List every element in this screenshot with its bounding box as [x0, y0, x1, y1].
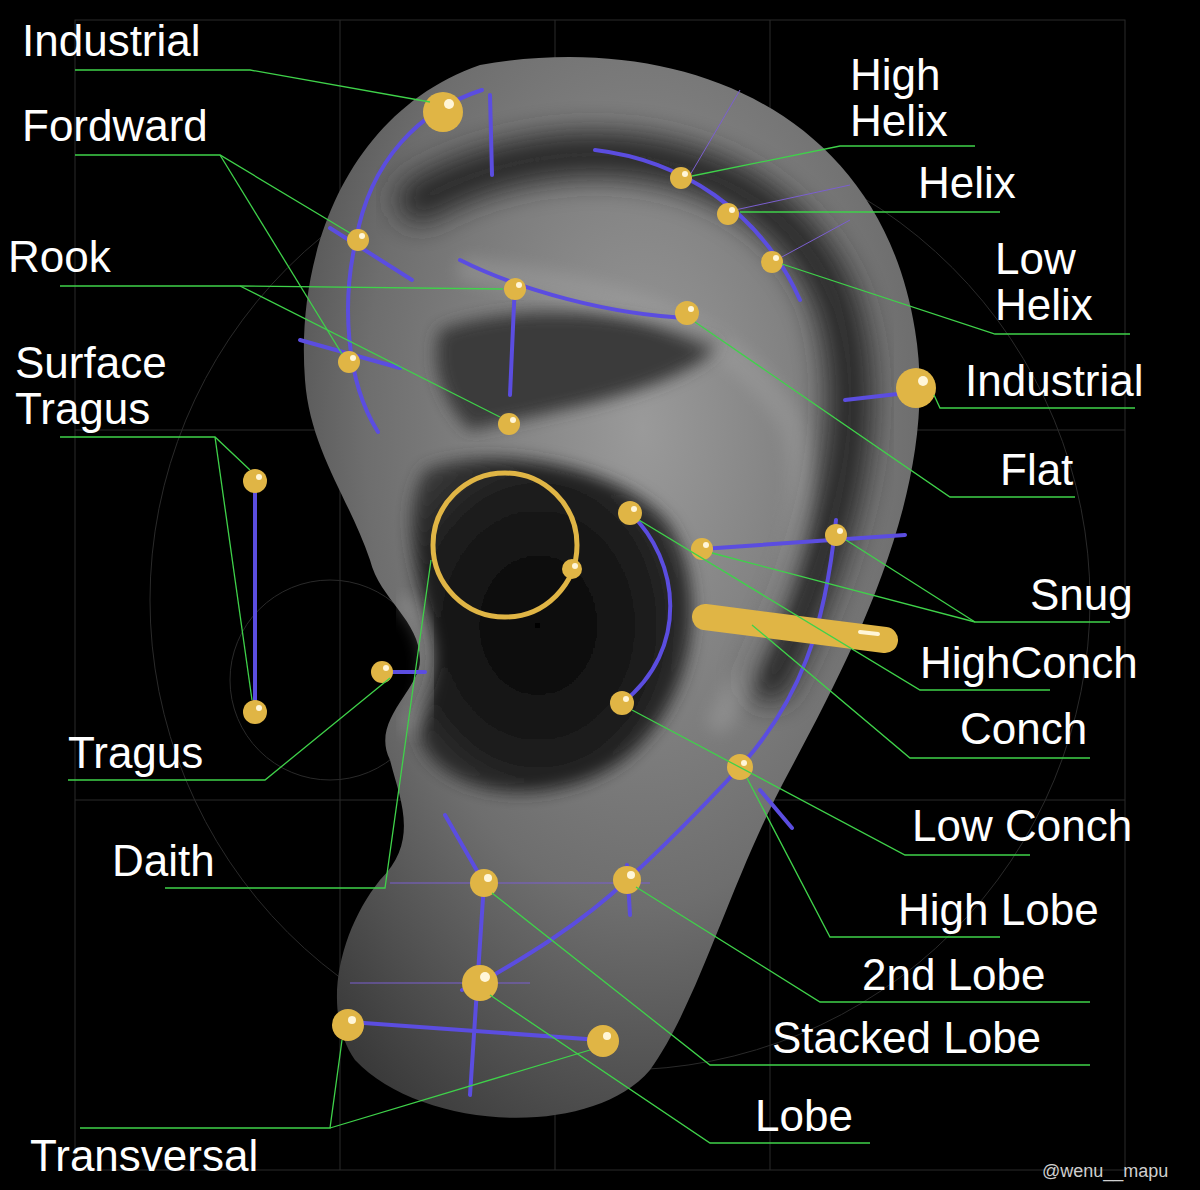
piercing-label: Lobe [755, 1093, 853, 1139]
piercing-label: Transversal [30, 1133, 258, 1179]
piercing-label: High Lobe [898, 887, 1099, 933]
piercing-studs [243, 92, 936, 1057]
bar-highlight [860, 632, 878, 634]
piercing-label: Low Conch [912, 803, 1132, 849]
piercing-label: High Helix [850, 52, 990, 144]
piercing-lines [255, 90, 915, 1095]
piercing-label: Rook [8, 234, 111, 280]
piercing-label: Daith [112, 838, 215, 884]
guide-lines [350, 90, 850, 983]
piercing-label: Fordward [22, 103, 208, 149]
piercing-label: Flat [1000, 447, 1073, 493]
grid [75, 20, 1125, 1170]
piercing-label: Stacked Lobe [772, 1015, 1041, 1061]
stud-highlights [256, 99, 928, 1040]
piercing-label: Industrial [965, 358, 1144, 404]
piercing-label: Conch [960, 706, 1087, 752]
piercing-label: Low Helix [995, 236, 1145, 328]
concha [412, 458, 693, 792]
leader-lines [60, 70, 1135, 1143]
daith-ring [433, 473, 577, 617]
antihelix [470, 270, 800, 720]
watermark: @wenu__mapu [1042, 1160, 1168, 1182]
piercing-label: Tragus [68, 730, 203, 776]
piercing-label: Surface Tragus [15, 340, 215, 432]
piercing-label: Helix [918, 160, 1016, 206]
ear-outline [304, 57, 920, 1118]
piercing-label: 2nd Lobe [862, 952, 1046, 998]
piercing-label: Snug [1030, 572, 1133, 618]
piercing-label: Industrial [22, 18, 201, 64]
conch-bar [705, 617, 885, 640]
piercing-label: HighConch [920, 640, 1138, 686]
tragus-shape [400, 600, 431, 730]
